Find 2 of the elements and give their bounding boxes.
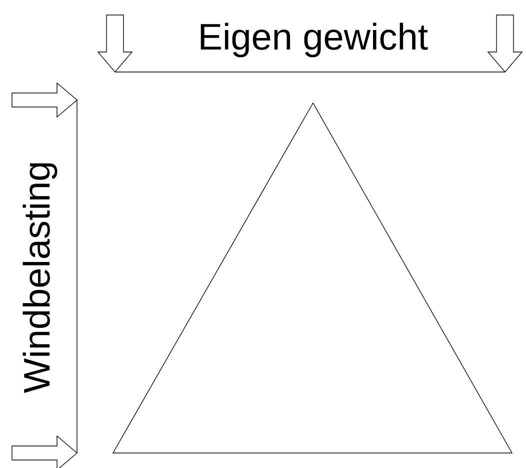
load-label: Windbelasting [22, 163, 58, 394]
load-label: Eigen gewicht [200, 22, 428, 58]
